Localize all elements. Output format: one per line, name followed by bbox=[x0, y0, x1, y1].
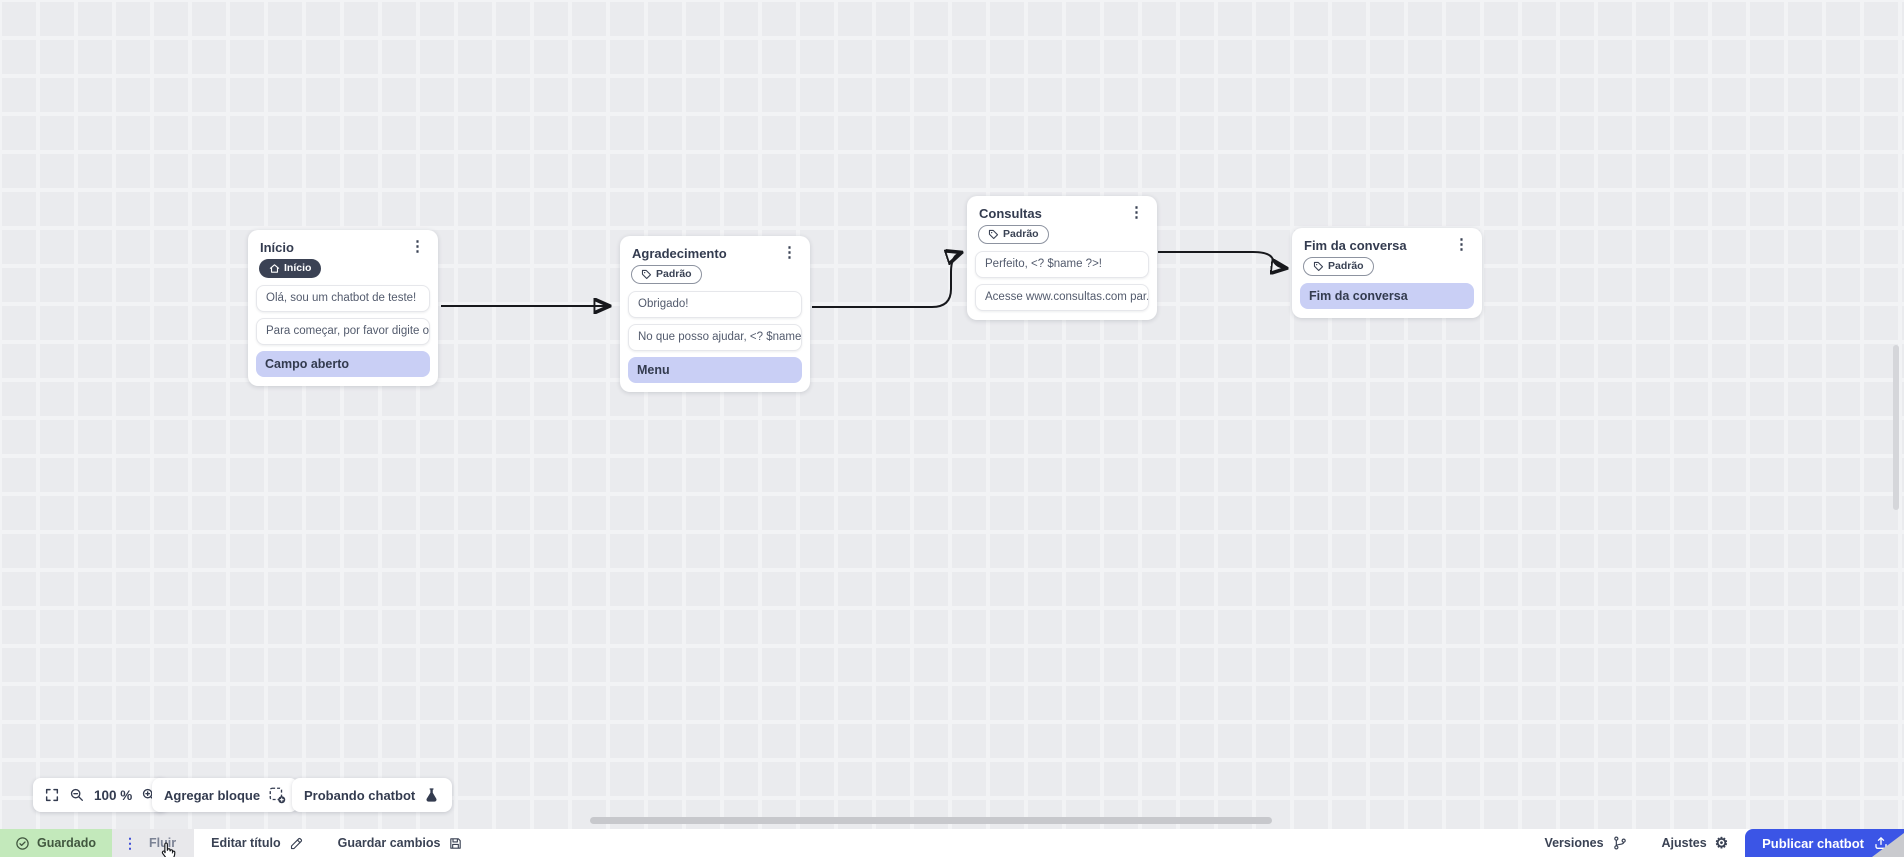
zoom-level: 100 % bbox=[94, 787, 133, 803]
node-header: Início ⋮ bbox=[256, 238, 430, 255]
vertical-scrollbar[interactable] bbox=[1893, 345, 1899, 510]
publish-label: Publicar chatbot bbox=[1762, 835, 1864, 851]
pencil-icon bbox=[290, 837, 302, 849]
save-changes-button[interactable]: Guardar cambios bbox=[320, 829, 481, 857]
zoom-out-icon[interactable] bbox=[69, 787, 85, 803]
node-consultas[interactable]: Consultas ⋮ Padrão Perfeito, <? $name ?>… bbox=[967, 196, 1157, 320]
branch-icon bbox=[1613, 836, 1626, 850]
tab-flow[interactable]: ⋮ Fluir bbox=[112, 829, 195, 857]
node-agradecimento[interactable]: Agradecimento ⋮ Padrão Obrigado! No que … bbox=[620, 236, 810, 392]
settings-label: Ajustes bbox=[1661, 836, 1707, 850]
saved-status-badge: Guardado bbox=[0, 829, 113, 857]
node-title: Fim da conversa bbox=[1304, 238, 1407, 253]
test-chatbot-label: Probando chatbot bbox=[304, 787, 416, 803]
check-circle-icon bbox=[16, 836, 29, 850]
default-badge-label: Padrão bbox=[656, 268, 692, 281]
end-conversation-block[interactable]: Fim da conversa bbox=[1300, 283, 1474, 309]
default-badge: Padrão bbox=[978, 225, 1049, 244]
default-badge-label: Padrão bbox=[1328, 260, 1364, 273]
node-menu-icon[interactable]: ⋮ bbox=[1129, 204, 1144, 221]
add-block-button[interactable]: Agregar bloque bbox=[152, 778, 299, 812]
menu-block[interactable]: Menu bbox=[628, 357, 802, 383]
tag-icon bbox=[1313, 261, 1324, 272]
message-bubble[interactable]: Perfeito, <? $name ?>! bbox=[975, 251, 1149, 278]
drag-handle-icon[interactable]: ⋮ bbox=[123, 834, 138, 851]
node-menu-icon[interactable]: ⋮ bbox=[1454, 236, 1469, 253]
message-bubble[interactable]: Olá, sou um chatbot de teste! bbox=[256, 285, 430, 312]
statusbar-spacer bbox=[480, 829, 1527, 857]
message-bubble[interactable]: No que posso ajudar, <? $name ... bbox=[628, 324, 802, 351]
node-fim-da-conversa[interactable]: Fim da conversa ⋮ Padrão Fim da conversa bbox=[1292, 228, 1482, 318]
edit-title-button[interactable]: Editar título bbox=[194, 829, 321, 857]
connection-edges bbox=[441, 0, 1904, 829]
node-menu-icon[interactable]: ⋮ bbox=[782, 244, 797, 261]
versions-button[interactable]: Versiones bbox=[1527, 829, 1645, 857]
save-changes-label: Guardar cambios bbox=[337, 836, 441, 850]
start-badge: Início bbox=[259, 259, 322, 278]
zoom-toolbar: 100 % bbox=[33, 778, 169, 812]
settings-button[interactable]: Ajustes ⚙ bbox=[1644, 829, 1746, 857]
versions-label: Versiones bbox=[1544, 836, 1604, 850]
flask-icon bbox=[426, 787, 437, 802]
edit-title-label: Editar título bbox=[211, 836, 281, 850]
gear-icon: ⚙ bbox=[1714, 834, 1729, 852]
default-badge-label: Padrão bbox=[1003, 228, 1039, 241]
edge-agradecimento-consultas bbox=[812, 253, 960, 308]
node-title: Agradecimento bbox=[632, 246, 727, 261]
tag-icon bbox=[641, 269, 652, 280]
flow-tab-label: Fluir bbox=[149, 836, 177, 850]
saved-label: Guardado bbox=[37, 836, 97, 850]
node-title: Início bbox=[260, 240, 294, 255]
node-title: Consultas bbox=[979, 206, 1042, 221]
add-block-label: Agregar bloque bbox=[164, 787, 261, 803]
edge-consultas-fim bbox=[1158, 251, 1285, 268]
tag-icon bbox=[988, 229, 999, 240]
flow-canvas[interactable]: Início ⋮ Início Olá, sou um chatbot de t… bbox=[0, 0, 1904, 829]
home-icon bbox=[269, 264, 280, 273]
save-icon bbox=[450, 837, 462, 849]
horizontal-scrollbar[interactable] bbox=[590, 817, 1272, 824]
open-field-block[interactable]: Campo aberto bbox=[256, 351, 430, 377]
message-bubble[interactable]: Acesse www.consultas.com par... bbox=[975, 284, 1149, 311]
window-corner bbox=[1872, 833, 1904, 857]
default-badge: Padrão bbox=[1303, 257, 1374, 276]
fit-view-icon[interactable] bbox=[44, 787, 60, 803]
message-bubble[interactable]: Obrigado! bbox=[628, 291, 802, 318]
node-inicio[interactable]: Início ⋮ Início Olá, sou um chatbot de t… bbox=[248, 230, 438, 386]
add-block-icon bbox=[269, 787, 286, 804]
node-header: Agradecimento ⋮ bbox=[628, 244, 802, 261]
start-badge-label: Início bbox=[284, 262, 312, 275]
default-badge: Padrão bbox=[631, 265, 702, 284]
status-bar: Guardado ⋮ Fluir Editar título Guardar c… bbox=[0, 829, 1904, 857]
test-chatbot-button[interactable]: Probando chatbot bbox=[292, 778, 453, 812]
node-header: Consultas ⋮ bbox=[975, 204, 1149, 221]
node-menu-icon[interactable]: ⋮ bbox=[410, 238, 425, 255]
node-header: Fim da conversa ⋮ bbox=[1300, 236, 1474, 253]
message-bubble[interactable]: Para começar, por favor digite o ... bbox=[256, 318, 430, 345]
